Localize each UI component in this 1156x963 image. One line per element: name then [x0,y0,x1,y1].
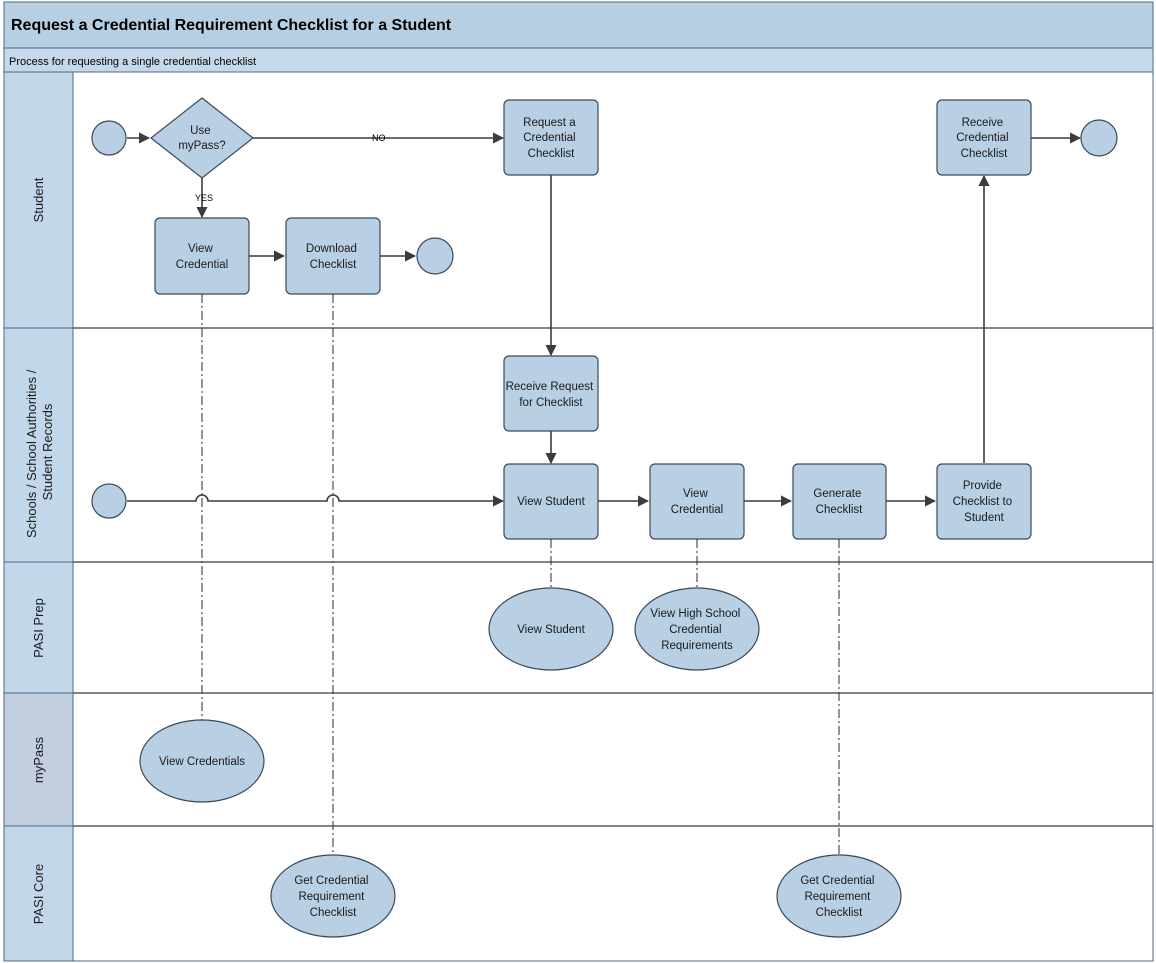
task-view-credential-student-label: View Credential [176,243,228,271]
start-event-schools [91,483,127,519]
lane-label-mypass: myPass [31,736,46,783]
task-generate-checklist-label: Generate Checklist [813,488,864,516]
lane-label-pasi-core: PASI Core [31,864,46,924]
lane-label-schools: Schools / School Authorities / Student R… [24,366,55,538]
system-mypass-view-credentials-label: View Credentials [159,756,245,768]
title-bar [3,1,1154,49]
task-request-checklist [503,99,599,176]
edge-label-yes: YES [195,193,213,203]
subtitle-bar [3,47,1154,73]
system-prep-view-hs-requirements-label: View High School Credential Requirements [650,608,743,652]
tasks [154,99,1032,540]
system-prep-view-hs-requirements [634,587,760,671]
system-mypass-view-credentials [139,719,265,803]
task-download-checklist-label: Download Checklist [306,243,360,271]
decision-use-mypass [150,97,254,179]
system-prep-view-student [488,587,614,671]
sequence-flows [127,132,1082,507]
task-generate-checklist [792,463,887,540]
task-view-credential-student [154,217,250,295]
decision-use-mypass-label: Use myPass? [178,125,225,152]
task-view-credential-school-label: View Credential [671,488,723,516]
task-download-checklist [285,217,381,295]
associations [201,294,840,855]
lane-header-pasi-prep [3,561,74,694]
task-provide-checklist-label: Provide Checklist to Student [953,480,1016,524]
system-prep-view-student-label: View Student [517,624,585,636]
system-functions [139,587,902,938]
task-view-student [503,463,599,540]
task-receive-request [503,355,599,432]
diagram-subtitle: Process for requesting a single credenti… [9,56,256,68]
system-core-get-checklist-2 [776,854,902,938]
system-core-get-checklist-1 [270,854,396,938]
diagram-title: Request a Credential Requirement Checkli… [11,17,452,34]
lane-separators [73,327,1153,827]
edge-label-no: NO [372,133,386,143]
task-provide-checklist [936,463,1032,540]
end-event-student-bottom [416,237,454,275]
lane-label-student: Student [31,177,46,222]
system-core-get-checklist-1-label: Get Credential Requirement Checklist [294,875,371,919]
task-request-checklist-label: Request a Credential Checklist [523,117,579,160]
lane-headers [3,71,74,962]
start-event-student [91,120,127,156]
flow-schools-start-to-view-student [127,494,505,507]
lane-label-schools-line-1: Schools / School Authorities / [24,369,39,538]
lane-header-schools [3,327,74,563]
lane-header-pasi-core [3,825,74,962]
task-receive-request-label: Receive Request for Checklist [506,381,597,409]
task-receive-checklist [936,99,1032,176]
lane-header-student [3,71,74,329]
system-core-get-checklist-2-label: Get Credential Requirement Checklist [800,875,877,919]
task-receive-checklist-label: Receive Credential Checklist [956,117,1012,160]
task-view-credential-school [649,463,745,540]
end-event-student-top [1080,119,1118,157]
task-view-student-label: View Student [517,496,585,508]
events [91,119,1118,519]
lane-label-schools-line-2: Student Records [40,403,55,500]
lane-label-pasi-prep: PASI Prep [31,598,46,658]
